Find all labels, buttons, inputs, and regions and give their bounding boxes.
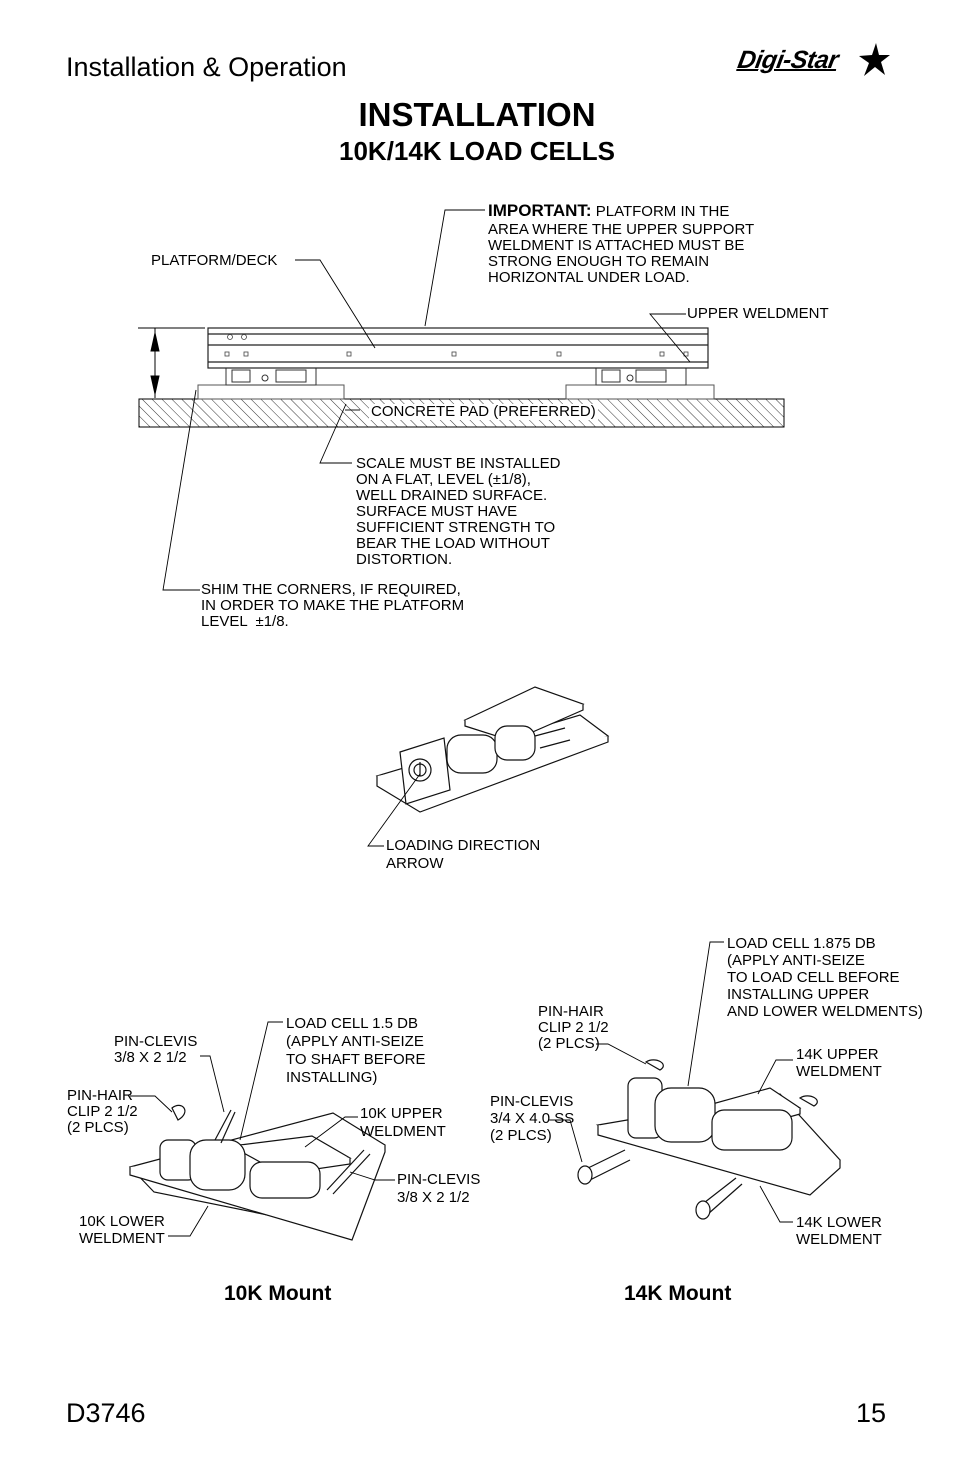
load-cell-assembly-drawing — [375, 686, 610, 813]
10k-load-cell-line-2: (APPLY ANTI-SEIZE — [286, 1033, 424, 1050]
10k-mount-caption: 10K Mount — [224, 1282, 332, 1305]
14k-upper-weldment-line-1: 14K UPPER — [796, 1046, 879, 1063]
10k-pin-clevis-right-line-2: 3/8 X 2 1/2 — [397, 1189, 470, 1206]
14k-load-cell-line-4: INSTALLING UPPER — [727, 986, 870, 1003]
14k-pin-hair-line-2: CLIP 2 1/2 — [538, 1019, 609, 1036]
scale-note-line-4: SURFACE MUST HAVE — [356, 503, 518, 520]
page-number: 15 — [856, 1398, 887, 1428]
14k-load-cell-line-5: AND LOWER WELDMENTS) — [727, 1003, 923, 1020]
10k-pin-hair-line-2: CLIP 2 1/2 — [67, 1103, 138, 1120]
scale-note-line-5: SUFFICIENT STRENGTH TO — [356, 519, 556, 536]
concrete-pad-label: CONCRETE PAD (PREFERRED) — [369, 403, 598, 421]
shim-note-line-2: IN ORDER TO MAKE THE PLATFORM — [201, 597, 465, 614]
10k-pin-clevis-right-line-1: PIN-CLEVIS — [397, 1171, 481, 1188]
important-line-3: WELDMENT IS ATTACHED MUST BE — [488, 237, 745, 254]
10k-pin-clevis-left-line-2: 3/8 X 2 1/2 — [114, 1049, 187, 1066]
14k-load-cell-line-1: LOAD CELL 1.875 DB — [727, 935, 876, 952]
left-base-plate — [197, 384, 345, 400]
loading-direction-line-2: ARROW — [386, 855, 444, 872]
14k-pin-clevis-line-3: (2 PLCS) — [490, 1127, 552, 1144]
10k-pin-hair-line-1: PIN-HAIR — [67, 1087, 133, 1104]
section-header: Installation & Operation — [66, 52, 347, 82]
page-subtitle: 10K/14K LOAD CELLS — [339, 136, 615, 166]
10k-lower-weldment-line-2: WELDMENT — [79, 1230, 165, 1247]
important-label: IMPORTANT: — [488, 201, 592, 220]
document-number: D3746 — [66, 1398, 146, 1428]
page-title: INSTALLATION — [358, 96, 596, 133]
14k-upper-weldment-line-2: WELDMENT — [796, 1063, 882, 1080]
scale-note-line-3: WELL DRAINED SURFACE. — [356, 487, 548, 504]
14k-mount-caption: 14K Mount — [624, 1282, 732, 1305]
scale-note-line-1: SCALE MUST BE INSTALLED — [356, 455, 561, 472]
14k-load-cell-line-3: TO LOAD CELL BEFORE — [727, 969, 900, 986]
digi-star-logo: Digi-Star — [736, 42, 890, 82]
14k-lower-weldment-line-1: 14K LOWER — [796, 1214, 882, 1231]
scale-note-line-6: BEAR THE LOAD WITHOUT — [356, 535, 550, 552]
loading-direction-line-1: LOADING DIRECTION — [386, 837, 541, 854]
shim-note-line-3: LEVEL ±1/8. — [201, 613, 289, 630]
platform-deck — [207, 327, 709, 369]
loading-arrow-leader — [367, 773, 421, 847]
14k-pin-hair-line-1: PIN-HAIR — [538, 1003, 604, 1020]
10k-load-cell-line-4: INSTALLING) — [286, 1069, 378, 1086]
14k-mount-drawing — [577, 1059, 841, 1220]
14k-load-cell-line-2: (APPLY ANTI-SEIZE — [727, 952, 865, 969]
10k-load-cell-line-1: LOAD CELL 1.5 DB — [286, 1015, 419, 1032]
14k-pin-hair-line-3: (2 PLCS) — [538, 1035, 600, 1052]
14k-lower-weldment-line-2: WELDMENT — [796, 1231, 882, 1248]
important-note: IMPORTANT: PLATFORM IN THE — [488, 201, 730, 220]
10k-pin-clevis-left-line-1: PIN-CLEVIS — [114, 1033, 198, 1050]
14k-pin-clevis-line-2: 3/4 X 4.0 SS — [490, 1110, 575, 1127]
scale-note-line-7: DISTORTION. — [356, 551, 453, 568]
star-icon — [859, 43, 890, 76]
scale-note-line-2: ON A FLAT, LEVEL (±1/8), — [356, 471, 531, 488]
10k-lower-weldment-line-1: 10K LOWER — [79, 1213, 165, 1230]
10k-mount-drawing — [128, 1104, 386, 1241]
right-base-plate — [565, 384, 715, 400]
important-line-5: HORIZONTAL UNDER LOAD. — [488, 269, 690, 286]
important-line-1: PLATFORM IN THE — [591, 203, 730, 220]
important-line-2: AREA WHERE THE UPPER SUPPORT — [488, 221, 755, 238]
10k-pin-hair-line-3: (2 PLCS) — [67, 1119, 129, 1136]
important-line-4: STRONG ENOUGH TO REMAIN — [488, 253, 710, 270]
shim-note-line-1: SHIM THE CORNERS, IF REQUIRED, — [201, 581, 461, 598]
10k-upper-weldment-line-2: WELDMENT — [360, 1123, 446, 1140]
10k-load-cell-line-3: TO SHAFT BEFORE — [286, 1051, 426, 1068]
platform-deck-label: PLATFORM/DECK — [151, 252, 278, 269]
14k-pin-clevis-line-1: PIN-CLEVIS — [490, 1093, 574, 1110]
upper-weldment-label: UPPER WELDMENT — [687, 305, 829, 322]
10k-upper-weldment-line-1: 10K UPPER — [360, 1105, 443, 1122]
